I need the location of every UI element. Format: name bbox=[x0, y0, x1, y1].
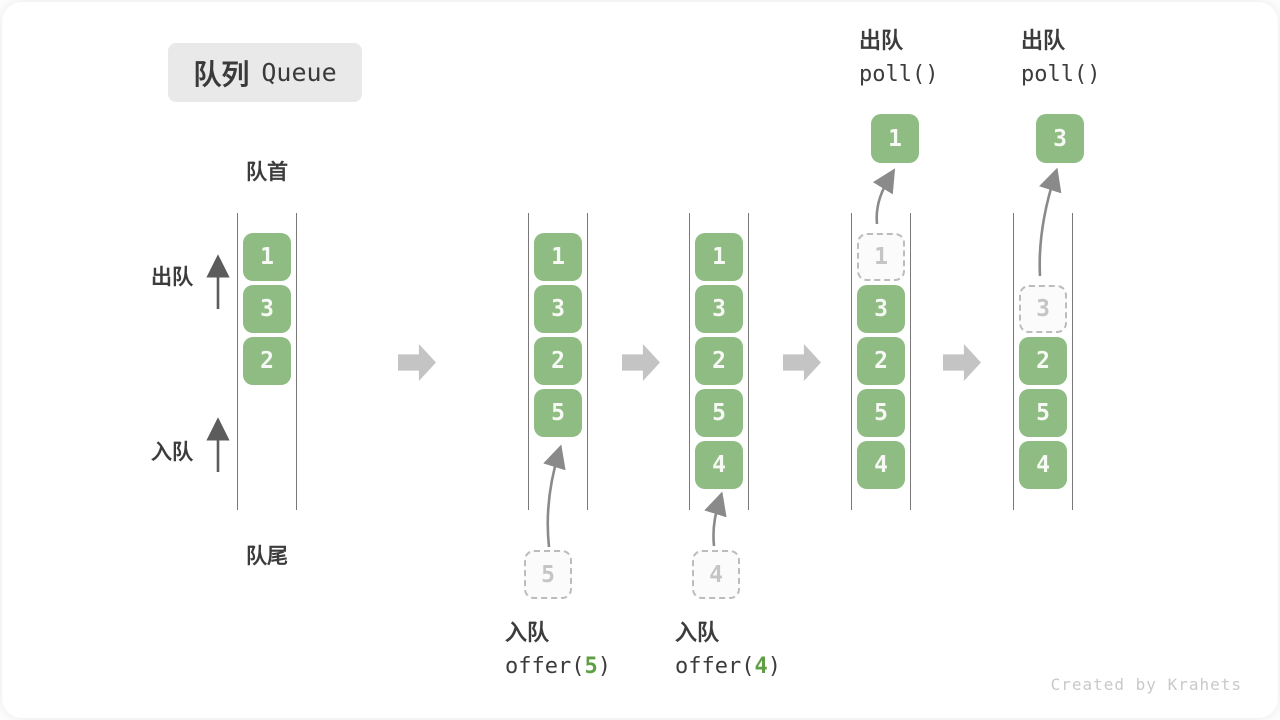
enqueue-label: 入队 bbox=[675, 620, 720, 645]
title-badge: 队列 Queue bbox=[168, 43, 362, 102]
enqueue-ghost-box: 4 bbox=[692, 550, 740, 599]
enqueue-code: offer(5) bbox=[505, 654, 611, 679]
queue-element: 3 bbox=[695, 285, 743, 333]
queue-element: 3 bbox=[243, 285, 291, 333]
queue-element: 2 bbox=[857, 337, 905, 385]
queue-element: 3 bbox=[1019, 285, 1067, 333]
dequeue-code: poll() bbox=[1021, 62, 1101, 87]
enqueue-operation-caption: 入队 offer(5) bbox=[505, 616, 611, 684]
queue-element: 3 bbox=[534, 285, 582, 333]
queue-element: 5 bbox=[534, 389, 582, 437]
dequeue-operation-caption: 出队 poll() bbox=[859, 24, 938, 92]
queue-element: 2 bbox=[534, 337, 582, 385]
enqueue-operation-caption: 入队 offer(4) bbox=[675, 616, 781, 684]
dequeue-side-label: 出队 bbox=[151, 266, 193, 289]
watermark: Created by Krahets bbox=[1050, 675, 1242, 694]
queue-element: 5 bbox=[857, 389, 905, 437]
queue-element: 1 bbox=[857, 233, 905, 281]
title-chinese: 队列 bbox=[193, 58, 250, 90]
queue-slot-empty bbox=[1019, 233, 1067, 281]
queue-element: 1 bbox=[243, 233, 291, 281]
queue-element: 5 bbox=[1019, 389, 1067, 437]
queue-element: 1 bbox=[534, 233, 582, 281]
dequeued-value-box: 1 bbox=[871, 114, 919, 163]
queue-front-label: 队首 bbox=[246, 161, 288, 184]
queue-element: 2 bbox=[695, 337, 743, 385]
queue-element: 2 bbox=[1019, 337, 1067, 385]
enqueue-code: offer(4) bbox=[675, 654, 781, 679]
enqueue-side-label: 入队 bbox=[151, 441, 193, 464]
queue-element: 4 bbox=[695, 441, 743, 489]
queue-element: 3 bbox=[857, 285, 905, 333]
enqueue-label: 入队 bbox=[505, 620, 550, 645]
queue-element: 5 bbox=[695, 389, 743, 437]
queue-element: 4 bbox=[857, 441, 905, 489]
queue-element: 2 bbox=[243, 337, 291, 385]
dequeue-label: 出队 bbox=[1021, 28, 1066, 53]
title-english: Queue bbox=[261, 58, 337, 87]
dequeued-value-box: 3 bbox=[1036, 114, 1084, 163]
dequeue-operation-caption: 出队 poll() bbox=[1021, 24, 1100, 92]
dequeue-label: 出队 bbox=[859, 28, 904, 53]
queue-element: 4 bbox=[1019, 441, 1067, 489]
dequeue-code: poll() bbox=[859, 62, 939, 87]
queue-rear-label: 队尾 bbox=[246, 545, 288, 568]
queue-element: 1 bbox=[695, 233, 743, 281]
enqueue-ghost-box: 5 bbox=[524, 550, 572, 599]
